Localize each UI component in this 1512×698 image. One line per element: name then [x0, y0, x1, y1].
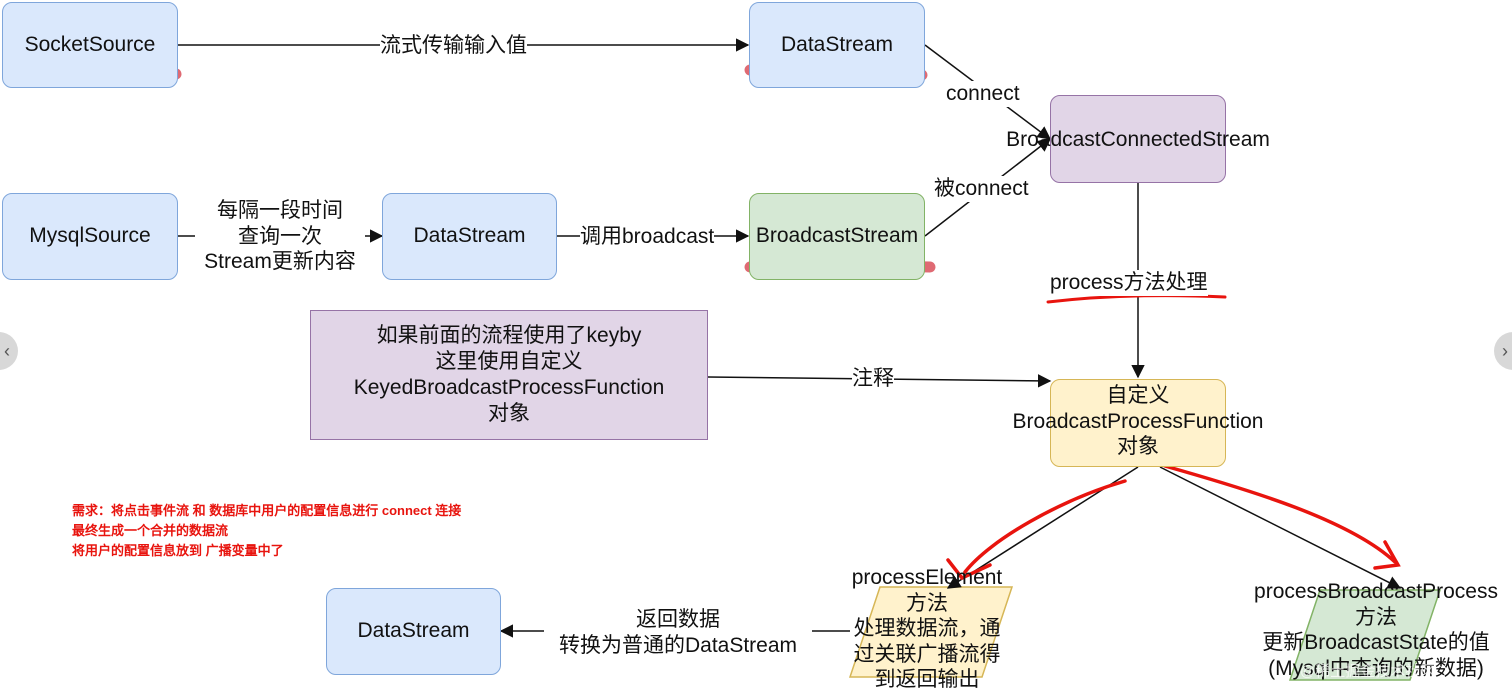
process-element-label: processElement 方法 处理数据流，通 过关联广播流得 到返回输出 — [836, 565, 1018, 693]
custom-function-label: 自定义 BroadcastProcessFunction 对象 — [996, 383, 1280, 460]
datastream-top-label: DataStream — [780, 32, 894, 56]
periodic-query-line-3: Stream更新内容 — [204, 250, 356, 274]
process-element-desc-3: 到返回输出 — [874, 668, 980, 692]
requirement-note-line-3: 将用户的配置信息放到 广播变量中了 — [72, 543, 284, 558]
datastream-bottom-label: DataStream — [357, 619, 470, 643]
process-element-shape — [848, 586, 1014, 678]
requirement-note-line-1: 需求：将点击事件流 和 数据库中用户的配置信息进行 connect 连接 — [72, 503, 462, 518]
requirement-note: 需求：将点击事件流 和 数据库中用户的配置信息进行 connect 连接 最终生… — [72, 501, 461, 561]
prev-nav-button[interactable]: ‹ — [0, 332, 18, 370]
keyed-note-line-4: 对象 — [488, 402, 530, 426]
custom-function-line-2: BroadcastProcessFunction — [1012, 409, 1264, 433]
keyed-note-line-3: KeyedBroadcastProcessFunction — [353, 376, 665, 399]
process-broadcast-desc-2: (Mysql中查询的新数据) — [1268, 656, 1484, 680]
datastream-top-node: DataStream — [749, 2, 925, 88]
periodic-query-line-2: 查询一次 — [238, 224, 322, 248]
custom-function-line-1: 自定义 — [1106, 384, 1170, 407]
process-broadcast-label: processBroadcastProcess 方法 更新BroadcastSt… — [1240, 579, 1512, 681]
chevron-left-icon: ‹ — [4, 340, 10, 361]
keyed-note-node: 如果前面的流程使用了keyby 这里使用自定义 KeyedBroadcastPr… — [310, 310, 708, 440]
edge-label-process-method: process方法处理 — [1050, 270, 1208, 296]
process-element-desc-1: 处理数据流，通 — [853, 617, 1001, 641]
broadcast-stream-label: BroadcastStream — [755, 224, 919, 248]
edge-label-annotate: 注释 — [852, 366, 894, 392]
edge-label-stream-input: 流式传输输入值 — [380, 33, 527, 59]
edge-label-connect: connect — [946, 81, 1020, 107]
return-data-line-1: 返回数据 — [636, 608, 720, 631]
keyed-note-line-1: 如果前面的流程使用了keyby — [376, 323, 642, 347]
process-element-desc-2: 过关联广播流得 — [853, 642, 1001, 666]
process-broadcast-desc-1: 更新BroadcastState的值 — [1262, 631, 1490, 655]
edge-label-return-data: 返回数据 转换为普通的DataStream — [544, 607, 812, 659]
datastream-mid-label: DataStream — [413, 224, 526, 248]
edge-label-be-connect: 被connect — [934, 176, 1029, 202]
watermark: @稀土掘金技术社区 — [1300, 663, 1436, 680]
process-broadcast-title-1: processBroadcastProcess — [1254, 580, 1498, 603]
return-data-line-2: 转换为普通的DataStream — [558, 633, 798, 657]
keyed-note-line-2: 这里使用自定义 — [435, 349, 583, 373]
datastream-mid-node: DataStream — [382, 193, 557, 280]
process-element-title-2: 方法 — [906, 591, 948, 615]
custom-function-line-3: 对象 — [1117, 435, 1159, 459]
edge-label-periodic-query: 每隔一段时间 查询一次 Stream更新内容 — [195, 198, 365, 275]
arrow-function-to-broadcast-process — [1159, 466, 1402, 589]
chevron-right-icon: › — [1502, 340, 1508, 361]
broadcast-connected-stream-label: BroadcastConnectedStream — [1006, 128, 1270, 151]
mysql-source-label: MysqlSource — [29, 224, 151, 248]
mysql-source-node: MysqlSource — [2, 193, 178, 280]
process-broadcast-title-2: 方法 — [1355, 605, 1397, 629]
datastream-bottom-node: DataStream — [326, 588, 501, 675]
custom-function-node — [1050, 379, 1226, 467]
edge-label-call-broadcast: 调用broadcast — [580, 224, 715, 250]
process-element-title-1: processElement — [851, 566, 1003, 589]
broadcast-connected-stream-node — [1050, 95, 1226, 183]
socket-source-label: SocketSource — [24, 32, 156, 56]
requirement-note-line-2: 最终生成一个合并的数据流 — [72, 523, 229, 538]
periodic-query-line-1: 每隔一段时间 — [217, 199, 343, 222]
process-broadcast-shape — [1288, 589, 1442, 681]
broadcast-stream-node: BroadcastStream — [749, 193, 925, 280]
next-nav-button[interactable]: › — [1494, 332, 1512, 370]
socket-source-node: SocketSource — [2, 2, 178, 88]
